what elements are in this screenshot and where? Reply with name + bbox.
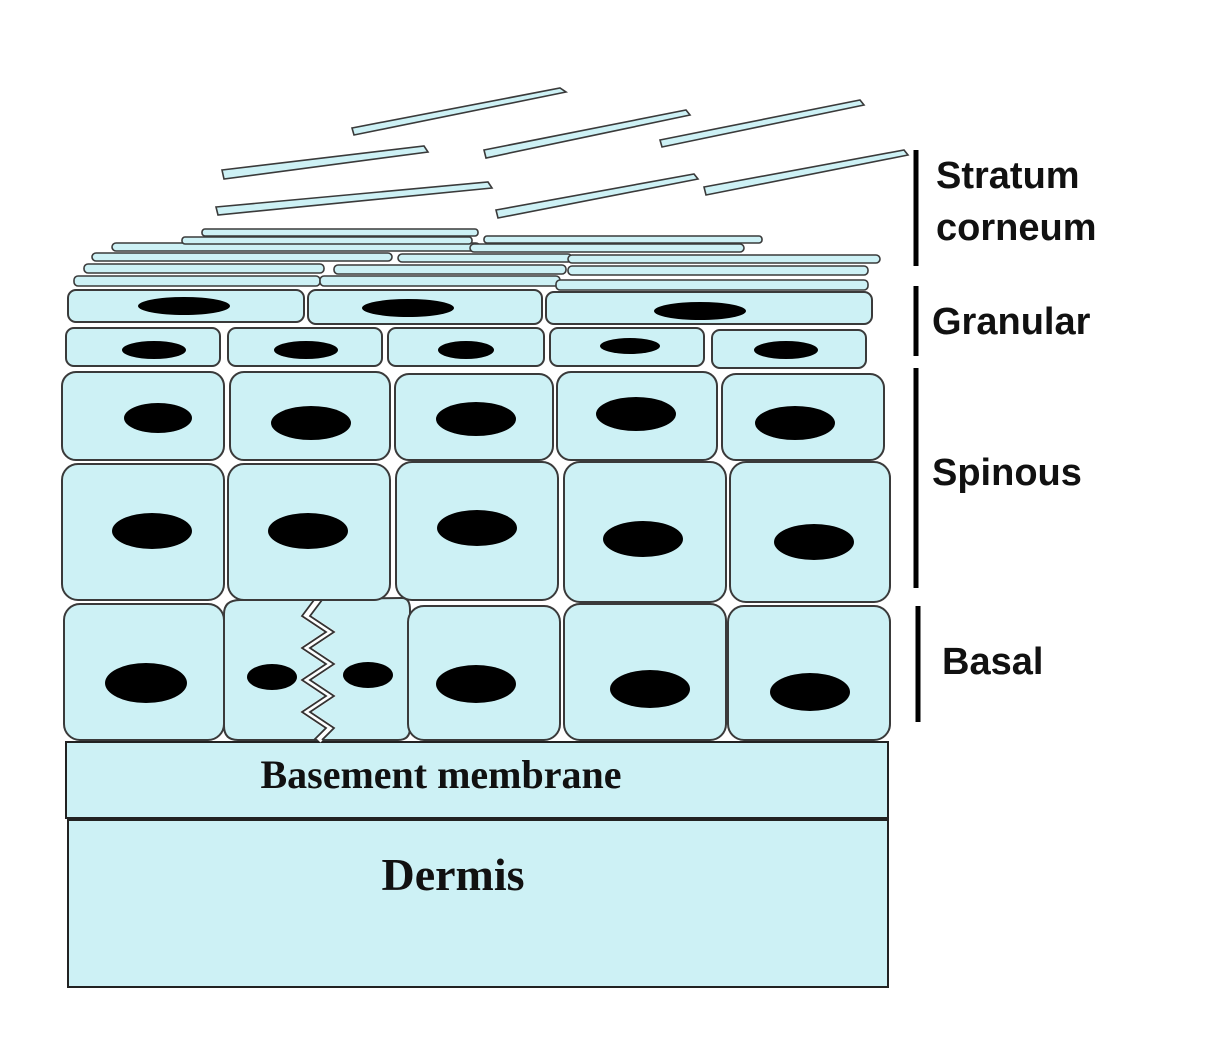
nucleus bbox=[437, 510, 517, 546]
corneum-sheet bbox=[91, 252, 393, 262]
stratum-corneum-label-line2: corneum bbox=[936, 207, 1096, 249]
nucleus bbox=[610, 670, 690, 708]
shedding-flake bbox=[221, 145, 430, 180]
corneum-sheet bbox=[397, 253, 573, 263]
cell-division-line bbox=[299, 597, 337, 743]
nucleus bbox=[603, 521, 683, 557]
basal-layer bbox=[63, 596, 891, 743]
corneum-sheet bbox=[181, 236, 473, 245]
dermis-label: Dermis bbox=[381, 849, 524, 900]
granular-layer-lower bbox=[65, 327, 867, 369]
nucleus bbox=[754, 341, 818, 359]
corneum-sheet bbox=[469, 243, 745, 253]
nucleus bbox=[112, 513, 192, 549]
shedding-flake bbox=[483, 109, 692, 159]
nucleus bbox=[774, 524, 854, 560]
nucleus bbox=[271, 406, 351, 440]
shedding-flake bbox=[703, 149, 910, 196]
stratum-corneum-flakes bbox=[214, 87, 910, 219]
stratum-corneum-label-line1: Stratum bbox=[936, 155, 1080, 197]
nucleus bbox=[247, 664, 297, 690]
shedding-flake bbox=[350, 87, 569, 136]
basement-membrane-block bbox=[65, 741, 889, 819]
basal-cell bbox=[727, 605, 891, 741]
basement-membrane-label: Basement membrane bbox=[260, 752, 621, 797]
granular-label: Granular bbox=[932, 301, 1091, 343]
nucleus bbox=[105, 663, 187, 703]
nucleus bbox=[770, 673, 850, 711]
nucleus bbox=[124, 403, 192, 433]
nucleus bbox=[436, 402, 516, 436]
nucleus bbox=[343, 662, 393, 688]
granular-layer-upper bbox=[67, 289, 873, 325]
shedding-flake bbox=[214, 181, 494, 216]
nucleus bbox=[654, 302, 746, 320]
nucleus bbox=[755, 406, 835, 440]
nucleus bbox=[600, 338, 660, 354]
nucleus bbox=[268, 513, 348, 549]
corneum-sheet bbox=[555, 279, 869, 291]
shedding-flake bbox=[658, 99, 866, 148]
corneum-sheet bbox=[73, 275, 321, 287]
spinous-layer-lower bbox=[61, 461, 891, 603]
stratum-corneum-compact bbox=[73, 228, 881, 291]
nucleus bbox=[436, 665, 516, 703]
nucleus bbox=[596, 397, 676, 431]
nucleus bbox=[122, 341, 186, 359]
basal-label: Basal bbox=[942, 641, 1043, 683]
cell-division-outline-2 bbox=[308, 599, 336, 741]
corneum-sheet bbox=[483, 235, 763, 244]
corneum-sheet bbox=[567, 254, 881, 264]
nucleus bbox=[138, 297, 230, 315]
nucleus bbox=[438, 341, 494, 359]
corneum-sheet bbox=[319, 275, 561, 287]
spinous-label: Spinous bbox=[932, 452, 1082, 494]
cell-division-outline bbox=[300, 599, 328, 741]
dermis-block bbox=[67, 819, 889, 988]
corneum-sheet bbox=[83, 263, 325, 274]
corneum-sheet bbox=[201, 228, 479, 237]
corneum-sheet bbox=[567, 265, 869, 276]
nucleus bbox=[362, 299, 454, 317]
nucleus bbox=[274, 341, 338, 359]
shedding-flake bbox=[495, 173, 700, 219]
corneum-sheet bbox=[333, 264, 567, 275]
spinous-layer-upper bbox=[61, 371, 885, 461]
